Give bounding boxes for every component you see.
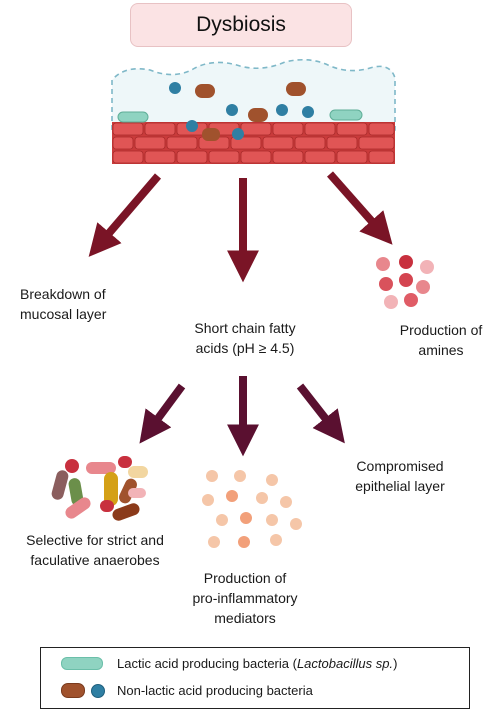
label-mediators-line1: Production of <box>203 570 287 586</box>
non-lactic-coccus-icon <box>91 683 105 698</box>
legend-row-nlab: Non-lactic acid producing bacteria <box>61 683 313 698</box>
label-scfa-line2: acids (pH ≥ 4.5) <box>195 340 295 356</box>
anaerobes-cluster <box>51 456 148 521</box>
label-anaerobes-line1: Selective for strict and <box>26 532 164 548</box>
legend-lab-species: Lactobacillus sp. <box>296 656 394 671</box>
legend-row-lab: Lactic acid producing bacteria (Lactobac… <box>61 656 397 671</box>
non-lactic-rod-icon <box>61 683 85 698</box>
amines-cluster <box>376 255 434 309</box>
arrow-to-epithelial <box>296 383 345 444</box>
label-mucosal-line1: Breakdown of <box>20 286 106 302</box>
arrow-to-amines <box>327 171 393 245</box>
label-amines-line1: Production of <box>399 322 483 338</box>
legend-lab-prefix: Lactic acid producing bacteria ( <box>117 656 297 671</box>
label-epithelial-line2: epithelial layer <box>355 478 445 494</box>
legend-nlab-text: Non-lactic acid producing bacteria <box>117 683 313 698</box>
label-mediators-line2: pro-inflammatory <box>192 590 298 606</box>
label-amines-line2: amines <box>418 342 464 358</box>
label-scfa-line1: Short chain fatty <box>194 320 296 336</box>
label-anaerobes: Selective for strict and faculative anae… <box>0 530 190 570</box>
legend-lab-suffix: ) <box>393 656 398 671</box>
label-mediators: Production of pro-inflammatory mediators <box>170 568 320 628</box>
epithelial-cell-layer <box>112 122 395 164</box>
label-mucosal-line2: mucosal layer <box>20 306 107 322</box>
legend-lab-text: Lactic acid producing bacteria (Lactobac… <box>117 656 397 671</box>
lactobacillus-swatch-icon <box>61 657 103 670</box>
page-title: Dysbiosis <box>196 13 286 36</box>
label-mucosal: Breakdown of mucosal layer <box>20 284 106 324</box>
mucus-layer <box>111 58 396 131</box>
label-epithelial: Compromised epithelial layer <box>340 456 460 496</box>
label-scfa: Short chain fatty acids (pH ≥ 4.5) <box>160 318 330 358</box>
mediators-cluster <box>202 470 302 548</box>
mucus-bacteria <box>117 82 363 141</box>
title-box: Dysbiosis <box>130 3 352 47</box>
label-mediators-line3: mediators <box>214 610 276 626</box>
label-amines: Production of amines <box>388 320 494 360</box>
arrow-to-anaerobes <box>139 383 186 444</box>
label-anaerobes-line2: faculative anaerobes <box>30 552 160 568</box>
arrow-to-mucosal <box>88 173 162 257</box>
label-epithelial-line1: Compromised <box>356 458 444 474</box>
legend: Lactic acid producing bacteria (Lactobac… <box>40 647 470 709</box>
